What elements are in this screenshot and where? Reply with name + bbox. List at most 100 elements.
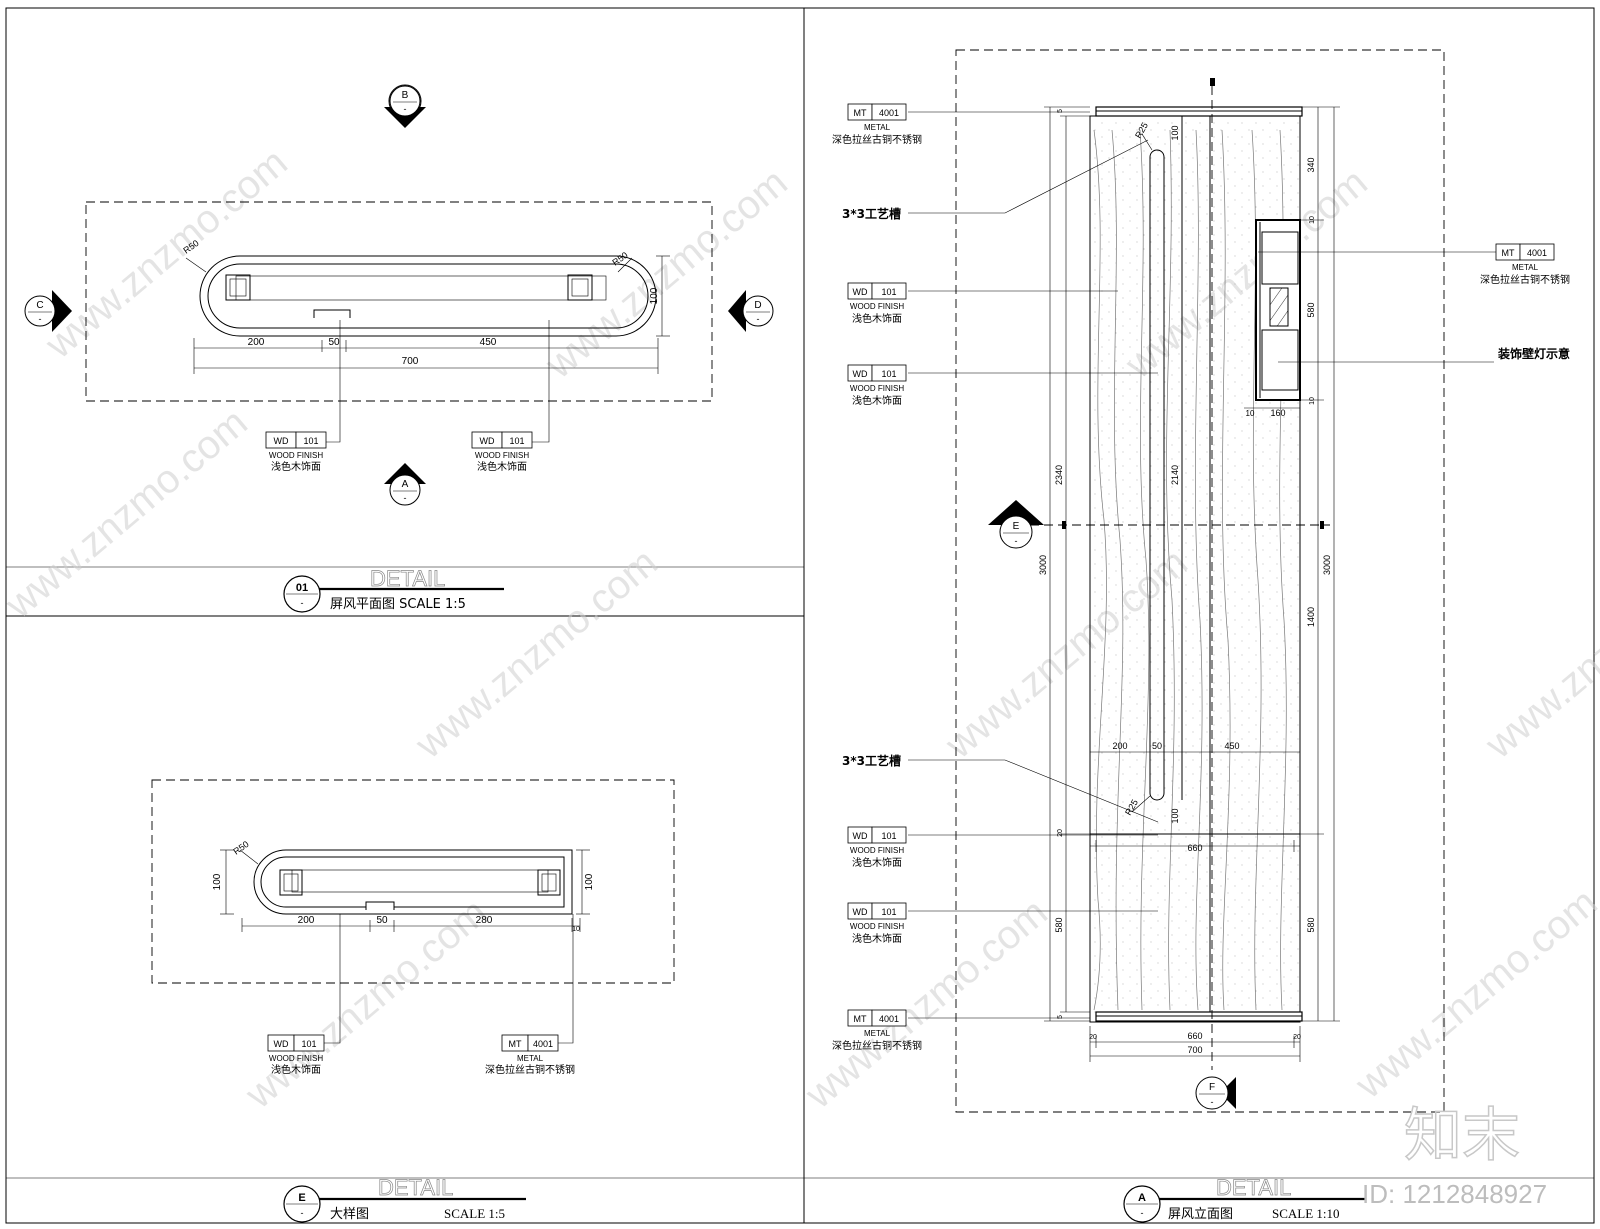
svg-text:WD: WD: [274, 1039, 289, 1049]
section-mark-a: A -: [384, 463, 426, 506]
corner-logo: 知末: [1404, 1101, 1520, 1169]
dim-label: 280: [476, 915, 493, 926]
svg-text:F: F: [1209, 1082, 1215, 1093]
svg-text:-: -: [757, 314, 760, 324]
svg-text:深色拉丝古铜不锈钢: 深色拉丝古铜不锈钢: [832, 1039, 922, 1052]
svg-text:www.znzmo.com: www.znzmo.com: [0, 400, 256, 627]
lamp-note: 装饰壁灯示意: [1497, 346, 1570, 361]
svg-text:101: 101: [881, 907, 896, 917]
dim-label: 660: [1187, 1031, 1202, 1041]
section-mark-d: D -: [728, 290, 774, 332]
svg-text:www.znzmo.com: www.znzmo.com: [537, 160, 796, 387]
section-mark-f: F -: [1195, 1076, 1236, 1110]
svg-text:DETAIL: DETAIL: [370, 566, 445, 591]
material-tag: WD 101 WOOD FINISH 浅色木饰面: [471, 431, 533, 473]
svg-text:-: -: [404, 493, 407, 503]
dim-label: 20: [1089, 1034, 1097, 1041]
svg-text:深色拉丝古铜不锈钢: 深色拉丝古铜不锈钢: [485, 1063, 575, 1076]
svg-text:大样图: 大样图: [330, 1207, 369, 1222]
dim-label: 100: [649, 287, 660, 304]
dim-label: 580: [1306, 302, 1316, 317]
dim-label: 200: [298, 915, 315, 926]
svg-text:101: 101: [881, 369, 896, 379]
svg-text:01: 01: [296, 582, 308, 594]
dim-label: 450: [480, 337, 497, 348]
svg-text:-: -: [1015, 536, 1018, 546]
material-tag: MT 4001 METAL 深色拉丝古铜不锈钢: [832, 103, 922, 146]
material-tag: WD 101 WOOD FINISH 浅色木饰面: [267, 1034, 325, 1076]
svg-text:MT: MT: [854, 108, 867, 118]
dim-label: 20: [1293, 1034, 1301, 1041]
svg-text:WOOD FINISH: WOOD FINISH: [850, 384, 904, 393]
svg-text:浅色木饰面: 浅色木饰面: [852, 312, 902, 325]
dim-label: 660: [1187, 843, 1202, 853]
dim-label: 450: [1224, 741, 1239, 751]
plan-title-block: DETAIL 01 - 屏风平面图 SCALE 1:5: [283, 566, 504, 613]
plan-panel: R50 R50 200 50 450 700 100 B -: [24, 84, 774, 613]
section-mark-c: C -: [24, 290, 72, 332]
dim-label: 580: [1054, 917, 1064, 932]
material-tag: MT 4001 METAL 深色拉丝古铜不锈钢: [1480, 243, 1570, 286]
svg-text:101: 101: [303, 436, 318, 446]
svg-text:4001: 4001: [879, 108, 899, 118]
svg-text:-: -: [301, 598, 304, 608]
dim-label: 5: [1057, 109, 1064, 113]
radius-label: R50: [610, 250, 629, 268]
section-mark-b: B -: [384, 84, 426, 128]
dim-label: 10: [572, 926, 580, 933]
svg-text:D: D: [754, 300, 761, 311]
dim-label: 160: [1270, 408, 1285, 418]
dim-label: 10: [1309, 216, 1316, 224]
id-label: ID: 1212848927: [1362, 1179, 1547, 1209]
svg-text:E: E: [298, 1192, 305, 1204]
dim-label: 3000: [1038, 555, 1048, 575]
svg-text:-: -: [404, 104, 407, 114]
svg-text:浅色木饰面: 浅色木饰面: [271, 460, 321, 473]
svg-text:深色拉丝古铜不锈钢: 深色拉丝古铜不锈钢: [832, 133, 922, 146]
dim-label: 100: [584, 873, 595, 890]
svg-text:WD: WD: [274, 436, 289, 446]
svg-text:WOOD FINISH: WOOD FINISH: [850, 302, 904, 311]
svg-text:MT: MT: [1502, 248, 1515, 258]
svg-text:SCALE 1:10: SCALE 1:10: [1272, 1206, 1340, 1221]
dim-label: 50: [376, 915, 388, 926]
detail-panel: R50 200 50 280 10 100 100 WD 101 WOOD FI…: [151, 779, 675, 1223]
material-tag: WD 101 WOOD FINISH 浅色木饰面: [847, 364, 907, 407]
elevation-panel: E - F - 3000 2340 580 20 5 5 2140 100 10…: [832, 49, 1570, 1223]
svg-text:WOOD FINISH: WOOD FINISH: [850, 846, 904, 855]
svg-text:-: -: [1211, 1097, 1214, 1107]
svg-text:浅色木饰面: 浅色木饰面: [852, 932, 902, 945]
svg-text:WD: WD: [853, 831, 868, 841]
material-tag: WD 101 WOOD FINISH 浅色木饰面: [847, 282, 907, 325]
svg-text:www.znzmo.com: www.znzmo.com: [797, 890, 1056, 1117]
svg-text:www.znzmo.com: www.znzmo.com: [407, 540, 666, 767]
svg-text:www.znzmo.com: www.znzmo.com: [1347, 880, 1600, 1107]
svg-text:屏风平面图 SCALE 1:5: 屏风平面图 SCALE 1:5: [330, 597, 466, 612]
dim-label: 1400: [1306, 607, 1316, 627]
dim-label: 200: [1112, 741, 1127, 751]
svg-text:www.znzmo.com: www.znzmo.com: [1477, 540, 1600, 767]
dim-label: 580: [1306, 917, 1316, 932]
svg-text:DETAIL: DETAIL: [378, 1175, 453, 1200]
svg-text:深色拉丝古铜不锈钢: 深色拉丝古铜不锈钢: [1480, 273, 1570, 286]
watermark-layer: www.znzmo.com www.znzmo.com www.znzmo.co…: [0, 140, 1600, 1117]
svg-text:4001: 4001: [1527, 248, 1547, 258]
dim-label: 2140: [1170, 465, 1180, 485]
dim-label: 3000: [1322, 555, 1332, 575]
dim-label: 700: [402, 356, 419, 367]
svg-text:MT: MT: [854, 1014, 867, 1024]
svg-text:A: A: [402, 479, 409, 490]
svg-text:C: C: [36, 300, 43, 311]
svg-text:4001: 4001: [533, 1039, 553, 1049]
dim-label: 100: [1170, 808, 1180, 823]
elevation-title-block: DETAIL A - 屏风立面图 SCALE 1:10: [1123, 1175, 1366, 1223]
svg-text:101: 101: [509, 436, 524, 446]
dim-label: 2340: [1054, 465, 1064, 485]
material-tag: MT 4001 METAL 深色拉丝古铜不锈钢: [485, 1034, 575, 1076]
dim-label: 340: [1306, 157, 1316, 172]
dim-label: 10: [1246, 409, 1255, 418]
dim-label: 700: [1187, 1045, 1202, 1055]
svg-text:METAL: METAL: [517, 1054, 544, 1063]
dim-label: 10: [1309, 397, 1316, 405]
